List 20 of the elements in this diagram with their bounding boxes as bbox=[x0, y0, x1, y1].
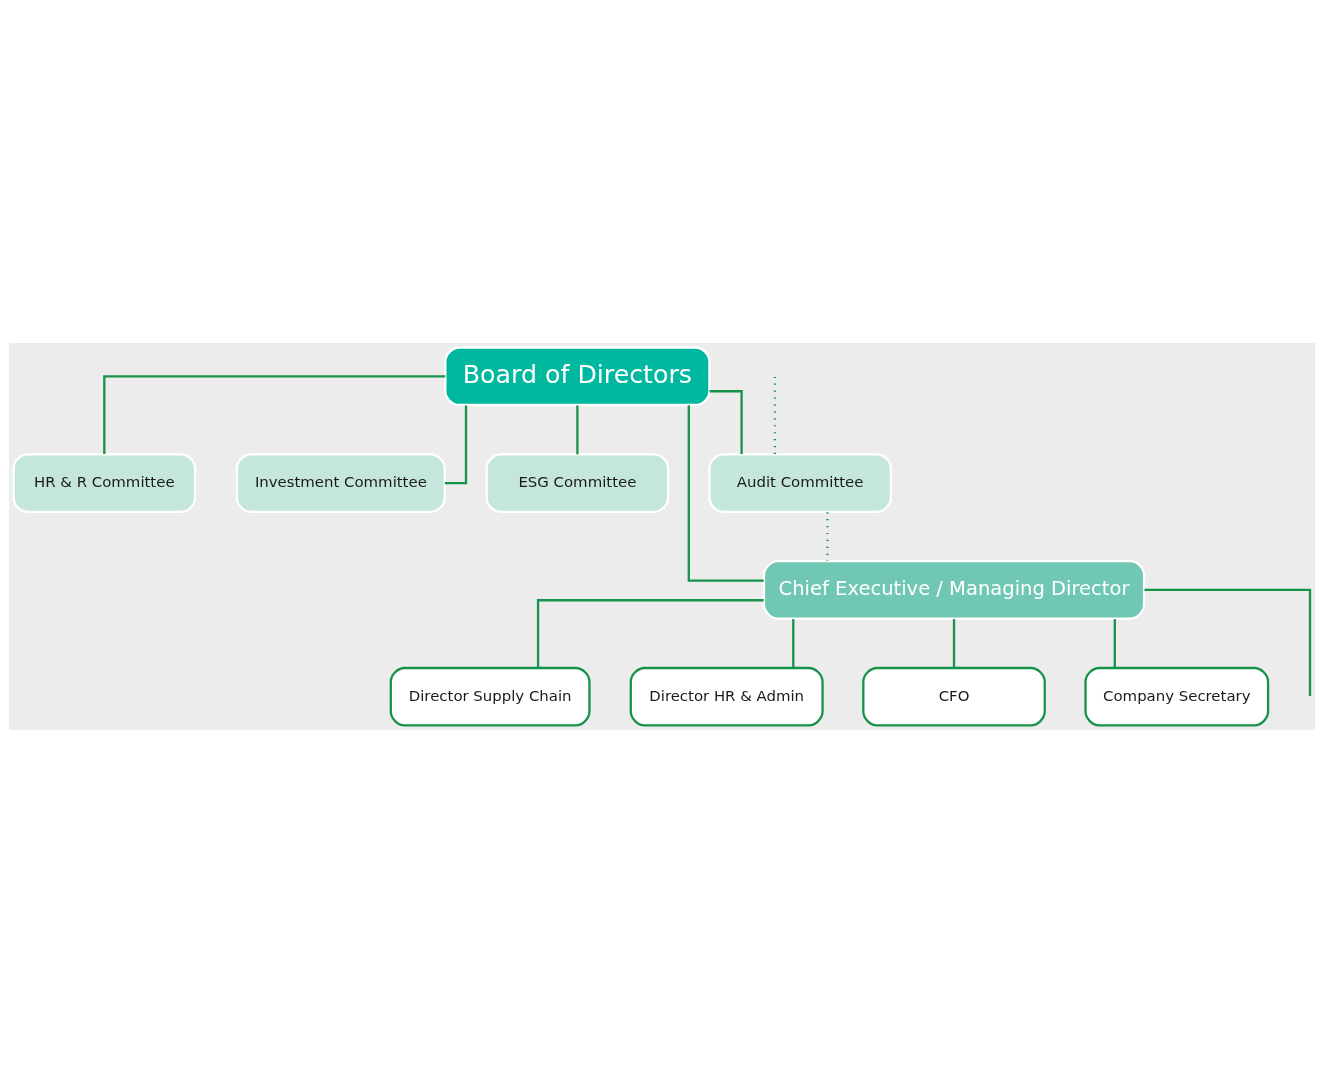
connector bbox=[1144, 588, 1311, 696]
node-box: Board of Directors bbox=[443, 345, 711, 406]
connector bbox=[575, 405, 579, 454]
connector bbox=[773, 376, 776, 454]
node-box: Chief Executive / Managing Director bbox=[762, 559, 1145, 620]
node-box: Company Secretary bbox=[1083, 666, 1269, 727]
connector bbox=[687, 404, 764, 582]
node-box: CFO bbox=[861, 666, 1046, 727]
node-box: Director HR & Admin bbox=[629, 666, 824, 727]
connector bbox=[791, 618, 794, 668]
node-box: Investment Committee bbox=[235, 452, 446, 513]
connector bbox=[952, 618, 955, 668]
node-box: HR & R Committee bbox=[11, 452, 196, 513]
connector bbox=[102, 374, 445, 454]
node-box: ESG Committee bbox=[485, 452, 669, 513]
node-box: Audit Committee bbox=[707, 452, 892, 513]
connector bbox=[709, 389, 743, 454]
node-box: Director Supply Chain bbox=[389, 666, 591, 727]
connector bbox=[1113, 618, 1116, 668]
connector bbox=[536, 598, 764, 668]
